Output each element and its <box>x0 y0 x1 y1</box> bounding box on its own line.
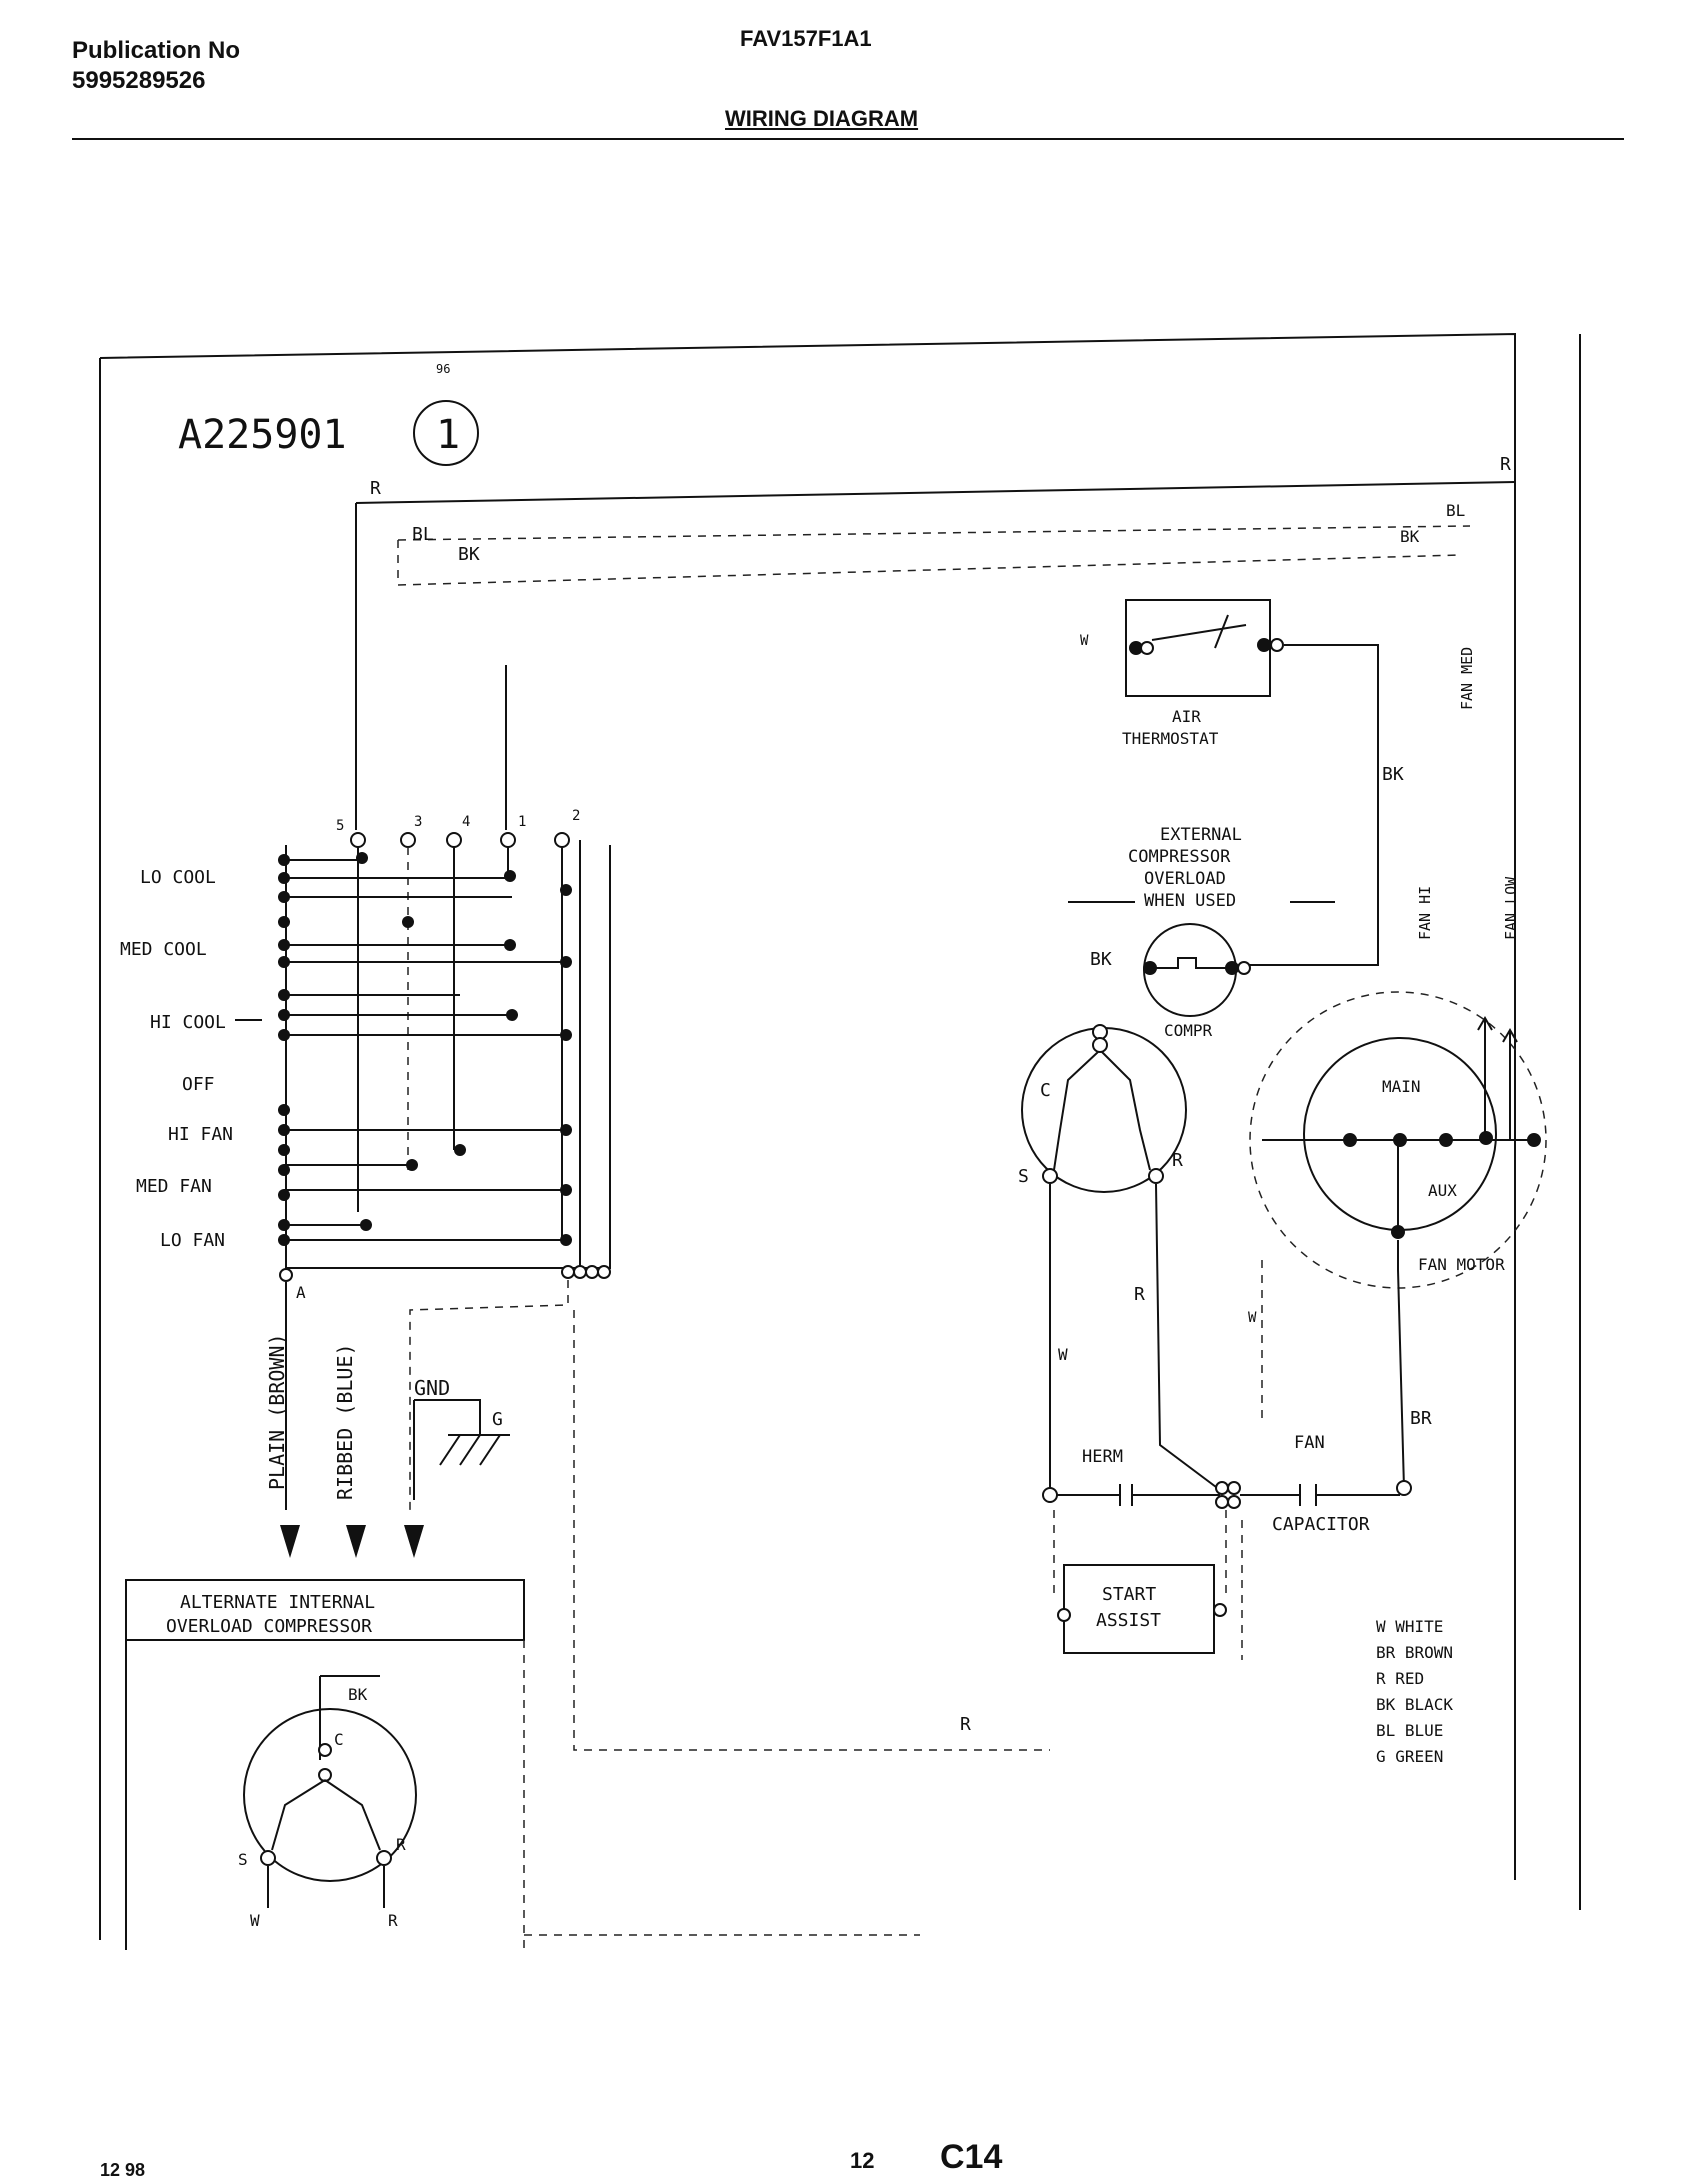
switch-terminal-1: 1 <box>518 814 526 830</box>
page-number: 12 <box>850 2148 875 2173</box>
fan-motor: MAIN AUX FAN MOTOR FAN HI FAN LOW FAN ME… <box>1249 647 1547 1289</box>
overload-line-2: COMPRESSOR <box>1128 847 1231 867</box>
switch-pos-lo-cool: LO COOL <box>140 867 216 888</box>
wire-label-bk-thermo: BK <box>1382 764 1404 785</box>
page-code: C14 <box>940 2138 1003 2176</box>
fan-speed-hi: FAN HI <box>1416 886 1434 940</box>
air-thermostat: W AIR THERMOSTAT <box>1080 599 1284 748</box>
header-rule <box>72 138 1624 140</box>
sheet-circle <box>413 400 479 466</box>
legend-5: G GREEN <box>1376 1747 1443 1766</box>
sheet-small: 96 <box>436 362 450 376</box>
switch-terminal-5: 5 <box>336 818 344 834</box>
wire-label-r-top: R <box>370 478 381 499</box>
alternate-compressor: ALTERNATE INTERNAL OVERLOAD COMPRESSOR B… <box>125 1579 525 1950</box>
overload-line-3: OVERLOAD <box>1144 869 1226 889</box>
switch-terminal-4: 4 <box>462 814 470 830</box>
switch-terminal-2: 2 <box>572 808 580 824</box>
compressor-term-r: R <box>1172 1150 1183 1171</box>
section-title: WIRING DIAGRAM <box>725 106 919 131</box>
legend-0: W WHITE <box>1376 1617 1443 1636</box>
switch-terminal-3: 3 <box>414 814 422 830</box>
legend-1: BR BROWN <box>1376 1643 1453 1662</box>
cord-plain-brown: PLAIN (BROWN) <box>265 1333 289 1490</box>
overload-line-4: WHEN USED <box>1144 891 1236 911</box>
switch-pos-hi-fan: HI FAN <box>168 1124 233 1145</box>
switch-pos-med-cool: MED COOL <box>120 939 207 960</box>
alternate-title-2: OVERLOAD COMPRESSOR <box>166 1616 372 1637</box>
external-overload: EXTERNAL COMPRESSOR OVERLOAD WHEN USED C… <box>1068 825 1335 1040</box>
diagram-frame <box>99 332 1581 1940</box>
color-legend: W WHITE BR BROWN R RED BK BLACK BL BLUE … <box>1376 1617 1453 1766</box>
overload-component: COMPR <box>1164 1021 1213 1040</box>
comp-wire-r: R <box>1134 1284 1145 1305</box>
switch-pos-med-fan: MED FAN <box>136 1176 212 1197</box>
cap-herm: HERM <box>1082 1447 1123 1467</box>
wire-label-bk-right: BK <box>1400 527 1420 546</box>
start-assist-1: START <box>1102 1584 1156 1605</box>
comp-wire-w: W <box>1058 1345 1068 1364</box>
fan-wire-w: W <box>1248 1310 1257 1326</box>
publication-block: Publication No 5995289526 <box>72 36 240 96</box>
drawing-number: A225901 <box>178 412 347 458</box>
fan-motor-label: FAN MOTOR <box>1418 1255 1505 1274</box>
cap-fan: FAN <box>1294 1433 1325 1453</box>
fan-wire-br: BR <box>1410 1408 1432 1429</box>
switch-pos-hi-cool: HI COOL <box>150 1012 226 1033</box>
overload-wire-bk: BK <box>1090 949 1112 970</box>
publication-number: 5995289526 <box>72 67 206 94</box>
switch-terminal-a: A <box>296 1283 306 1302</box>
fan-speed-lo: FAN LOW <box>1502 876 1520 940</box>
alt-term-c: C <box>334 1730 344 1749</box>
fan-speed-med: FAN MED <box>1458 647 1476 710</box>
switch-pos-off: OFF <box>182 1074 215 1095</box>
compressor: C S R <box>1018 1024 1187 1193</box>
wire-label-r-right: R <box>1500 454 1511 475</box>
alternate-title-1: ALTERNATE INTERNAL <box>180 1592 375 1613</box>
alt-term-r: R <box>396 1835 406 1854</box>
alt-wire-r: R <box>388 1911 398 1930</box>
thermostat-label-1: AIR <box>1172 707 1201 726</box>
thermo-wire-w: W <box>1080 633 1089 649</box>
legend-4: BL BLUE <box>1376 1721 1443 1740</box>
start-assist: START ASSIST <box>1053 1510 1243 1660</box>
run-capacitor: HERM FAN CAPACITOR <box>1042 1433 1412 1535</box>
publication-label: Publication No <box>72 37 240 64</box>
legend-2: R RED <box>1376 1669 1424 1688</box>
compressor-term-c: C <box>1040 1080 1051 1101</box>
alt-wire-w: W <box>250 1911 260 1930</box>
start-assist-2: ASSIST <box>1096 1610 1161 1631</box>
fan-main: MAIN <box>1382 1077 1421 1096</box>
legend-3: BK BLACK <box>1376 1695 1453 1714</box>
footer-left: 12 98 <box>100 2160 146 2180</box>
wire-label-bk: BK <box>458 544 480 565</box>
wire-label-bl-right: BL <box>1446 501 1465 520</box>
ground-label: GND <box>414 1376 450 1400</box>
ground-symbol: GND G <box>413 1376 510 1500</box>
compressor-term-s: S <box>1018 1166 1029 1187</box>
wire-label-bl: BL <box>412 524 434 545</box>
cap-label: CAPACITOR <box>1272 1514 1370 1535</box>
alt-wire-bk: BK <box>348 1685 368 1704</box>
sheet-number: 1 <box>436 412 460 458</box>
cord-ribbed-blue: RIBBED (BLUE) <box>333 1343 357 1500</box>
selector-switch: 5 3 4 1 2 LO COOL MED COOL HI COOL OFF H… <box>120 808 611 1302</box>
wire-label-r-bottom: R <box>960 1714 971 1735</box>
alt-term-s: S <box>238 1850 248 1869</box>
overload-line-1: EXTERNAL <box>1160 825 1242 845</box>
ground-letter: G <box>492 1409 503 1430</box>
thermostat-label-2: THERMOSTAT <box>1122 729 1219 748</box>
fan-aux: AUX <box>1428 1181 1457 1200</box>
switch-pos-lo-fan: LO FAN <box>160 1230 225 1251</box>
model-number: FAV157F1A1 <box>740 26 872 51</box>
